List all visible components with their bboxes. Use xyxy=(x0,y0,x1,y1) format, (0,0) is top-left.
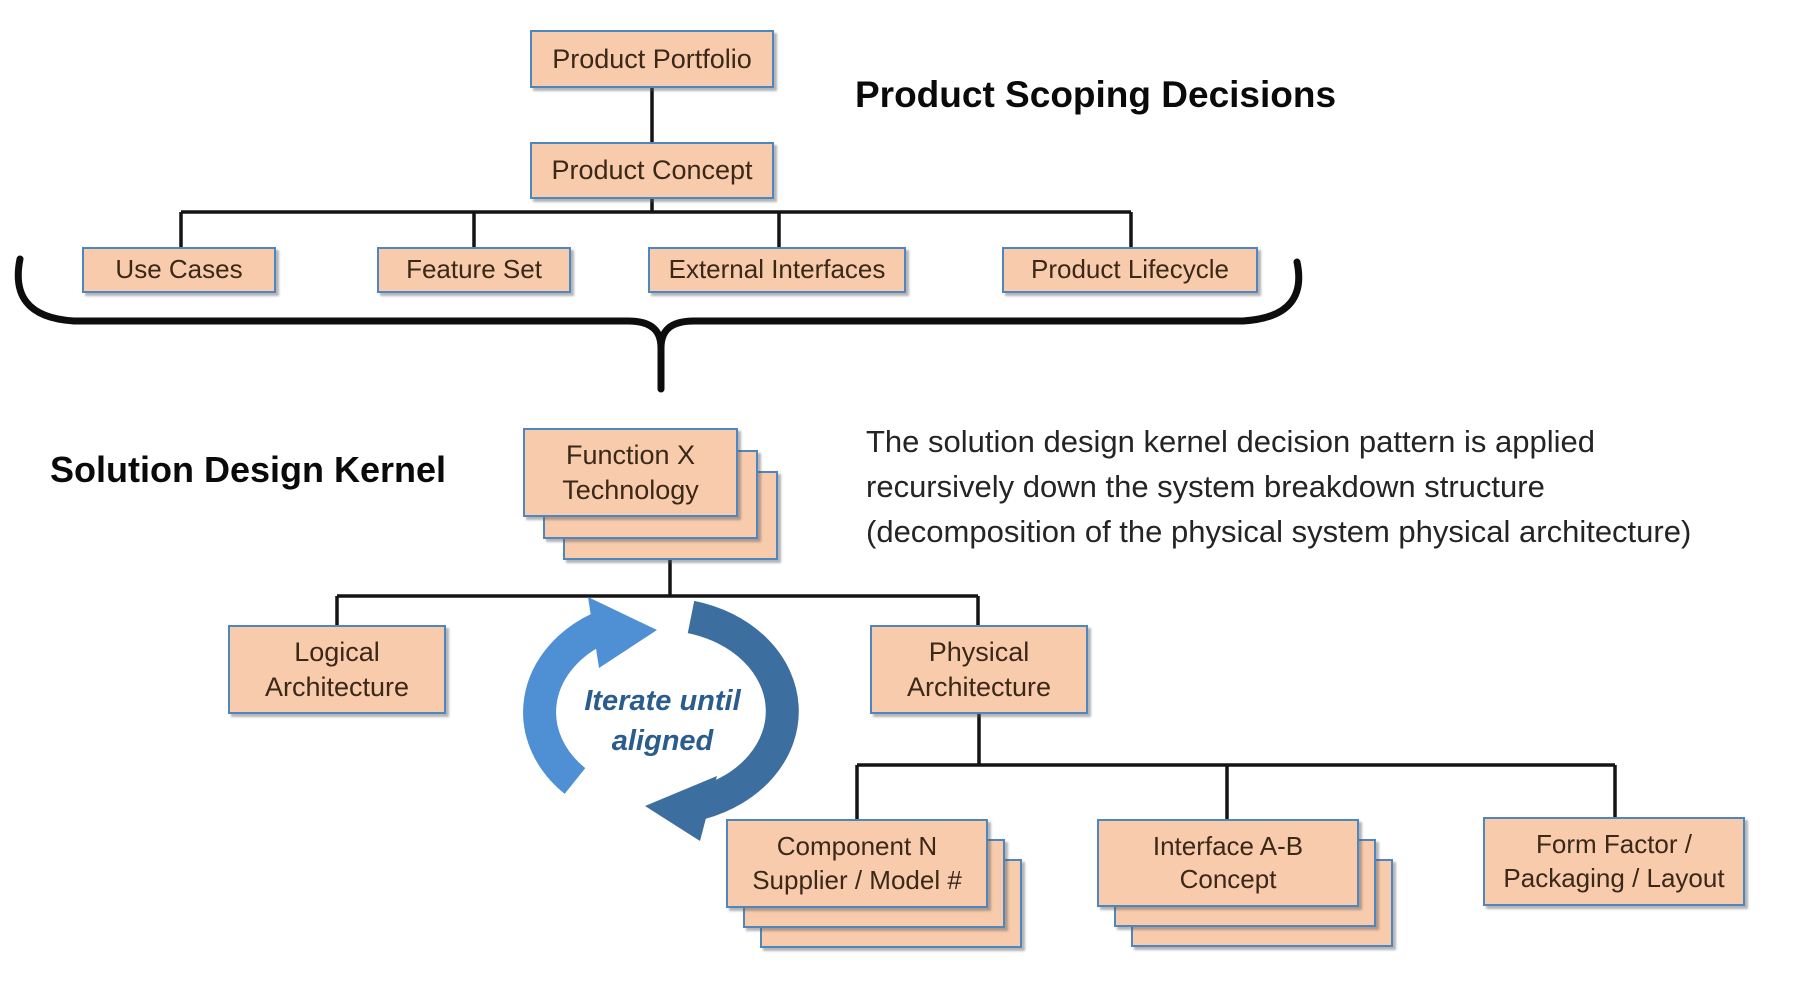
kernel-description: The solution design kernel decision patt… xyxy=(866,419,1691,554)
scoping-decisions-title: Product Scoping Decisions xyxy=(855,74,1337,115)
interface-box: Interface A-B Concept xyxy=(1097,819,1359,907)
logical-architecture-box: Logical Architecture xyxy=(228,625,446,714)
component-box: Component N Supplier / Model # xyxy=(726,819,988,908)
interface-line2: Concept xyxy=(1179,864,1277,894)
iterate-cycle-label: Iterate until aligned xyxy=(535,681,790,761)
product-lifecycle-label: Product Lifecycle xyxy=(1031,254,1229,285)
cycle-arrows xyxy=(523,597,799,841)
interface-line1: Interface A-B xyxy=(1152,830,1304,861)
product-portfolio-box: Product Portfolio xyxy=(530,30,774,88)
cycle-arrow-light xyxy=(523,613,608,794)
component-line1: Component N xyxy=(776,831,938,862)
external-interfaces-label: External Interfaces xyxy=(668,254,886,285)
iterate-cycle-line1: Iterate until xyxy=(584,685,741,717)
physical-architecture-line2: Architecture xyxy=(906,671,1052,702)
product-portfolio-label: Product Portfolio xyxy=(552,43,752,74)
iterate-cycle-line2: aligned xyxy=(611,725,714,757)
product-lifecycle-box: Product Lifecycle xyxy=(1002,247,1258,293)
cycle-arrow-light-head xyxy=(588,597,657,668)
solution-kernel-title: Solution Design Kernel xyxy=(50,449,447,490)
function-technology-line1: Function X xyxy=(565,439,696,470)
logical-architecture-line1: Logical xyxy=(294,636,380,667)
product-concept-label: Product Concept xyxy=(551,155,753,186)
function-technology-box: Function X Technology xyxy=(523,428,738,517)
kernel-description-line3: (decomposition of the physical system ph… xyxy=(866,514,1692,549)
feature-set-label: Feature Set xyxy=(406,254,542,285)
component-line2: Supplier / Model # xyxy=(752,864,962,895)
brace xyxy=(14,255,1303,393)
physical-architecture-box: Physical Architecture xyxy=(870,625,1088,714)
function-technology-line2: Technology xyxy=(562,474,699,505)
form-factor-box: Form Factor / Packaging / Layout xyxy=(1483,817,1745,906)
kernel-description-line2: recursively down the system breakdown st… xyxy=(866,469,1545,504)
cycle-arrow-dark xyxy=(687,600,799,819)
physical-tree-connectors xyxy=(855,714,1617,820)
product-concept-box: Product Concept xyxy=(530,142,774,199)
form-factor-line2: Packaging / Layout xyxy=(1503,862,1725,893)
use-cases-box: Use Cases xyxy=(82,247,276,293)
physical-architecture-line1: Physical xyxy=(928,636,1030,667)
feature-set-box: Feature Set xyxy=(377,247,571,293)
form-factor-line1: Form Factor / xyxy=(1535,829,1692,860)
scoping-tree-connectors xyxy=(179,88,1133,248)
external-interfaces-box: External Interfaces xyxy=(648,247,906,293)
use-cases-label: Use Cases xyxy=(115,254,243,285)
kernel-tree-connectors xyxy=(335,560,980,626)
kernel-description-line1: The solution design kernel decision patt… xyxy=(866,424,1595,459)
cycle-arrow-dark-head xyxy=(645,776,717,841)
logical-architecture-line2: Architecture xyxy=(264,671,410,702)
